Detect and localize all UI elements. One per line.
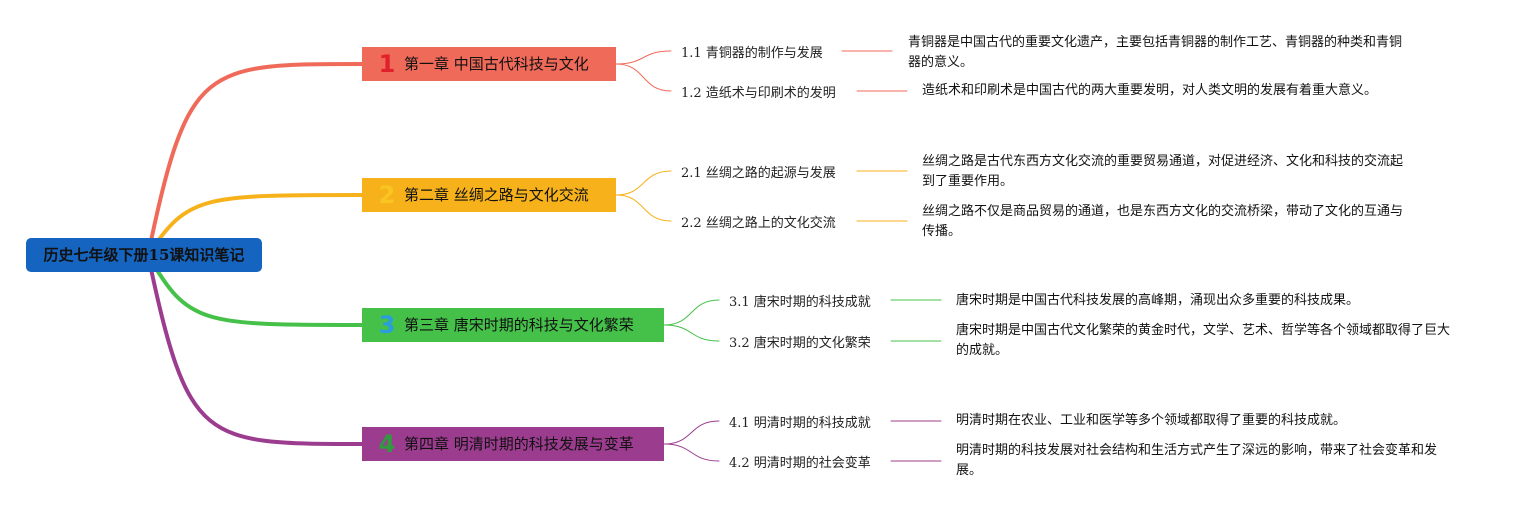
- chapter-title: 第一章 中国古代科技与文化: [404, 55, 589, 73]
- sub-topic-2-2[interactable]: 2.2 丝绸之路上的文化交流: [681, 216, 836, 231]
- description-3-1: 唐宋时期是中国古代科技发展的高峰期，涌现出众多重要的科技成果。: [956, 293, 1360, 308]
- root-topic[interactable]: 历史七年级下册15课知识笔记: [26, 238, 262, 272]
- sub-topic-1-1[interactable]: 1.1 青铜器的制作与发展: [681, 46, 823, 61]
- description-4-1: 明清时期在农业、工业和医学等多个领域都取得了重要的科技成就。: [956, 413, 1347, 428]
- chapter-branch-line: [146, 62, 364, 257]
- chapter-branch-line: [146, 253, 364, 327]
- sub-branch-line: [663, 443, 720, 462]
- sub-topic-4-1[interactable]: 4.1 明清时期的科技成就: [729, 416, 871, 431]
- description-1-2: 造纸术和印刷术是中国古代的两大重要发明，对人类文明的发展有着重大意义。: [922, 83, 1378, 98]
- sub-branch-line: [615, 50, 672, 65]
- sub-topic-1-2[interactable]: 1.2 造纸术与印刷术的发明: [681, 86, 836, 101]
- sub-topic-3-2[interactable]: 3.2 唐宋时期的文化繁荣: [729, 336, 871, 351]
- chapter-node-3[interactable]: 3 第三章 唐宋时期的科技与文化繁荣: [362, 308, 664, 342]
- chapter-node-2[interactable]: 2 第二章 丝绸之路与文化交流: [362, 178, 616, 212]
- description-2-2: 丝绸之路不仅是商品贸易的通道，也是东西方文化的交流桥梁，带动了文化的互通与传播。: [922, 204, 1404, 239]
- sub-topic-4-2[interactable]: 4.2 明清时期的社会变革: [729, 456, 871, 471]
- sub-branch-line: [615, 63, 672, 92]
- sub-topic-2-1[interactable]: 2.1 丝绸之路的起源与发展: [681, 166, 836, 181]
- chapter-title: 第二章 丝绸之路与文化交流: [404, 186, 589, 204]
- chapter-title: 第三章 唐宋时期的科技与文化繁荣: [404, 316, 634, 334]
- sub-branch-line: [663, 299, 720, 326]
- sub-branch-line: [615, 194, 672, 222]
- chapter-number-badge: 2: [378, 181, 396, 209]
- sub-topic-3-1[interactable]: 3.1 唐宋时期的科技成就: [729, 295, 871, 310]
- chapter-branch-line: [146, 193, 364, 257]
- sub-branch-line: [663, 420, 720, 445]
- description-3-2: 唐宋时期是中国古代文化繁荣的黄金时代，文学、艺术、哲学等各个领域都取得了巨大的成…: [956, 323, 1451, 358]
- chapter-node-1[interactable]: 1 第一章 中国古代科技与文化: [362, 47, 616, 81]
- description-2-1: 丝绸之路是古代东西方文化交流的重要贸易通道，对促进经济、文化和科技的交流起到了重…: [922, 154, 1404, 189]
- sub-branch-line: [615, 170, 672, 196]
- chapter-number-badge: 1: [378, 50, 396, 78]
- description-1-1: 青铜器是中国古代的重要文化遗产，主要包括青铜器的制作工艺、青铜器的种类和青铜器的…: [908, 35, 1403, 70]
- chapter-branch-line: [146, 253, 364, 446]
- chapter-node-4[interactable]: 4 第四章 明清时期的科技发展与变革: [362, 427, 664, 461]
- description-4-2: 明清时期的科技发展对社会结构和生活方式产生了深远的影响，带来了社会变革和发展。: [956, 443, 1438, 478]
- chapter-number-badge: 3: [378, 311, 396, 339]
- sub-branch-line: [663, 324, 720, 342]
- chapter-number-badge: 4: [378, 430, 396, 458]
- chapter-title: 第四章 明清时期的科技发展与变革: [404, 435, 634, 453]
